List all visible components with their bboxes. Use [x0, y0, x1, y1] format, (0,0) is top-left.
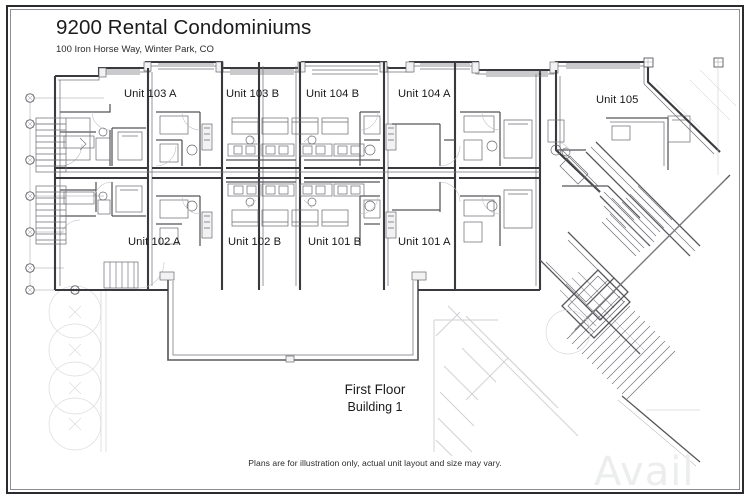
- landscape-trees: [48, 285, 107, 452]
- disclaimer-text: Plans are for illustration only, actual …: [248, 458, 502, 468]
- unit-label-104-a: Unit 104 A: [398, 88, 451, 100]
- stair-lower-left: [35, 185, 67, 245]
- unit-103a-interior: [59, 104, 146, 167]
- upper-deck-box: [545, 269, 631, 355]
- unit-101a-interior: [392, 181, 533, 246]
- stair-bottom-left: [103, 261, 165, 289]
- site-misc-lines: [643, 57, 737, 175]
- exterior-stair-hatch: [566, 290, 676, 400]
- property-address: 100 Iron Horse Way, Winter Park, CO: [56, 44, 214, 55]
- kitchen-cluster-upper: [226, 117, 380, 161]
- unit-label-105: Unit 105: [596, 94, 639, 106]
- unit-label-101-a: Unit 101 A: [398, 236, 451, 248]
- unit-label-101-b: Unit 101 B: [308, 236, 362, 248]
- column-grid-left: [25, 93, 150, 295]
- corridor-wall-mid: [55, 166, 540, 180]
- unit-label-102-b: Unit 102 B: [228, 236, 282, 248]
- kitchen-cluster-lower: [226, 181, 380, 227]
- unit-104b-interior: [359, 111, 397, 166]
- unit-label-102-a: Unit 102 A: [128, 236, 181, 248]
- unit-label-103-b: Unit 103 B: [226, 88, 280, 100]
- site-boundary: [570, 174, 731, 335]
- parking-stalls: [433, 305, 579, 457]
- right-wing-unit-105: [547, 62, 721, 257]
- unit-label-104-b: Unit 104 B: [306, 88, 360, 100]
- courtyard-patio: [159, 271, 427, 363]
- unit-102b-interior: [156, 195, 213, 246]
- unit-104a-interior: [392, 111, 533, 167]
- header: 9200 Rental Condominiums 100 Iron Horse …: [56, 16, 616, 57]
- unit-101b-interior: [359, 195, 397, 246]
- page-title: 9200 Rental Condominiums: [56, 16, 312, 39]
- stair-upper-left: [35, 117, 91, 173]
- unit-label-103-a: Unit 103 A: [124, 88, 177, 100]
- boundary-lower-right: [617, 395, 701, 467]
- unit-103b-interior: [155, 111, 213, 167]
- building-envelope: [53, 60, 648, 292]
- unit-102a-interior: [59, 181, 146, 241]
- exterior-windows-top: [98, 61, 640, 78]
- stair-right-wing: [601, 185, 673, 257]
- entry-deck-lower-right: [539, 231, 629, 327]
